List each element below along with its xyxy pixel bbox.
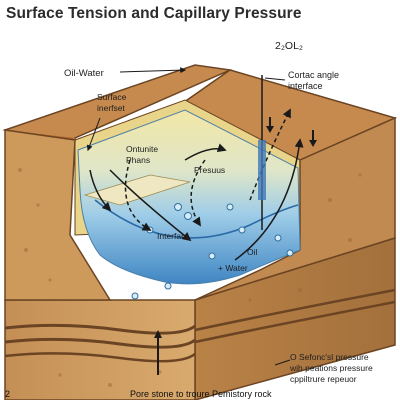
meniscus-interface xyxy=(94,199,299,239)
oil-water-label: Oil-Water xyxy=(64,68,104,79)
leader-lines xyxy=(86,67,291,366)
formula-label: 2₂OL₂ xyxy=(275,40,303,52)
note-line-1: O Sefonc'sl pressure xyxy=(290,352,369,362)
block-left-solid xyxy=(4,129,112,301)
interfars-label: Interfars xyxy=(157,231,188,241)
capillary-probe xyxy=(258,75,266,230)
bubbles xyxy=(131,203,294,300)
up-arrow-icon xyxy=(154,330,162,375)
contact-angle-label-2: interface xyxy=(288,81,323,91)
note-line-2: wih peations pressure xyxy=(289,363,373,373)
surface-interface-label-2: inerfset xyxy=(97,103,126,113)
surface-interface-label-1: Surface xyxy=(97,92,127,102)
rock-strata xyxy=(4,288,396,363)
note-line-3: cppiltrure repeuor xyxy=(290,374,357,384)
page-title: Surface Tension and Capillary Pressure xyxy=(6,5,302,22)
block-front-face xyxy=(4,299,196,400)
oil-label: Oil xyxy=(247,247,258,257)
water-label: + Water xyxy=(218,263,248,273)
ontunite-label-1: Ontunite xyxy=(126,144,158,154)
ontunite-label-2: Phans xyxy=(126,155,150,165)
soil-speckles xyxy=(18,168,362,387)
oil-film xyxy=(83,174,191,206)
down-arrow-icon xyxy=(309,130,317,147)
pressure-label: Presuus xyxy=(194,165,225,175)
figure-number: 2 xyxy=(5,389,11,399)
flow-arrows xyxy=(89,108,304,261)
fluid-basin xyxy=(77,109,301,285)
contact-angle-label-1: Cortac angle xyxy=(288,70,339,80)
down-arrow-icon xyxy=(266,117,274,133)
bottom-caption: Pore stone to troure Pemistory rock xyxy=(130,389,272,399)
